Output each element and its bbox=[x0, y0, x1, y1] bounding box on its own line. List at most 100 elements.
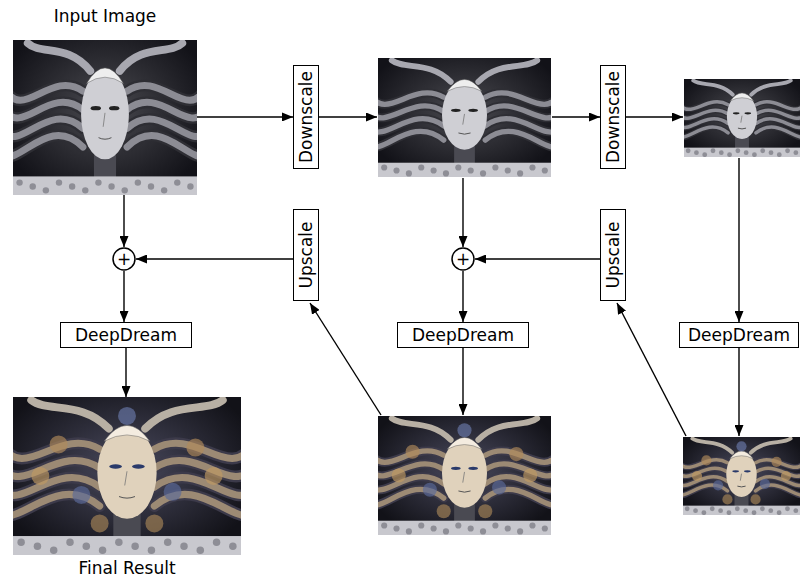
floor-band bbox=[683, 506, 800, 515]
floor-speck bbox=[122, 187, 128, 193]
nose bbox=[741, 116, 742, 123]
dream-pattern bbox=[760, 479, 770, 489]
arrow-connector bbox=[123, 195, 124, 247]
floor-speck bbox=[69, 183, 75, 189]
floor-speck bbox=[760, 148, 765, 153]
floor-speck bbox=[135, 179, 141, 185]
nose bbox=[740, 474, 741, 481]
nose bbox=[463, 472, 465, 483]
floor-speck bbox=[793, 150, 798, 155]
dream-pattern bbox=[457, 423, 471, 437]
arrow-connector bbox=[462, 271, 463, 322]
floor-speck bbox=[406, 170, 412, 176]
floor-speck bbox=[393, 525, 399, 531]
floor-speck bbox=[99, 547, 106, 554]
floor-speck bbox=[443, 170, 449, 176]
floor-speck bbox=[480, 170, 486, 176]
picture-background bbox=[13, 397, 241, 555]
mouth bbox=[738, 128, 746, 130]
dream-pattern bbox=[692, 471, 702, 481]
mouth bbox=[458, 491, 470, 492]
floor-speck bbox=[743, 508, 748, 513]
horn bbox=[145, 400, 223, 428]
floor-speck bbox=[760, 506, 765, 511]
floor-band bbox=[378, 521, 551, 535]
forehead-crest bbox=[447, 79, 482, 91]
tentacle bbox=[127, 136, 197, 157]
mouth bbox=[458, 133, 470, 134]
floor-speck bbox=[718, 508, 723, 513]
nose bbox=[125, 471, 127, 485]
eye bbox=[451, 467, 461, 470]
tentacle bbox=[13, 136, 83, 157]
horn bbox=[751, 439, 791, 453]
dream-pattern bbox=[91, 514, 109, 532]
node-label: Upscale bbox=[296, 221, 316, 288]
dream-pattern bbox=[423, 483, 437, 497]
floor-speck bbox=[693, 508, 698, 513]
floor-speck bbox=[418, 522, 424, 528]
floor-speck bbox=[43, 187, 49, 193]
eye bbox=[91, 106, 101, 110]
forehead-crest bbox=[104, 425, 150, 441]
sum-circle: + bbox=[112, 247, 136, 271]
floor-speck bbox=[406, 528, 412, 534]
flow-arrow bbox=[319, 116, 377, 117]
floor-speck bbox=[431, 167, 437, 173]
circle-outline bbox=[452, 248, 474, 270]
artwork-picture bbox=[378, 58, 551, 177]
floor-speck bbox=[50, 547, 57, 554]
downscale-box: Downscale bbox=[293, 65, 319, 169]
floor-speck bbox=[468, 525, 474, 531]
picture-background bbox=[13, 40, 197, 195]
mouth bbox=[99, 138, 112, 140]
deepdream-box: DeepDream bbox=[60, 322, 192, 348]
face bbox=[442, 439, 487, 508]
node-label: Upscale bbox=[603, 221, 623, 288]
tentacle bbox=[684, 127, 728, 138]
horn bbox=[478, 60, 537, 81]
nose bbox=[103, 113, 105, 127]
floor-speck bbox=[686, 148, 691, 153]
deepdream-box: DeepDream bbox=[679, 322, 799, 348]
eye bbox=[132, 464, 145, 468]
floor-speck bbox=[131, 543, 138, 550]
face bbox=[81, 69, 129, 159]
flow-arrow bbox=[617, 303, 686, 436]
eye bbox=[733, 112, 739, 114]
horn bbox=[478, 418, 537, 439]
dream-pattern bbox=[713, 480, 723, 490]
flow-arrow bbox=[310, 303, 381, 415]
dream-pattern bbox=[736, 441, 746, 451]
artwork-picture bbox=[683, 437, 800, 515]
tentacle bbox=[684, 127, 728, 138]
floor-speck bbox=[16, 179, 22, 185]
mouth bbox=[119, 497, 135, 499]
dream-pattern bbox=[164, 483, 182, 501]
dream-pattern bbox=[478, 504, 492, 518]
floor-speck bbox=[480, 528, 486, 534]
dream-pattern bbox=[781, 471, 791, 481]
floor-speck bbox=[517, 170, 523, 176]
face bbox=[727, 94, 757, 139]
floor-speck bbox=[492, 164, 498, 170]
floor-speck bbox=[517, 528, 523, 534]
face bbox=[442, 81, 487, 150]
floor-speck bbox=[701, 510, 706, 515]
dream-pattern bbox=[392, 468, 406, 482]
node-label: Downscale bbox=[296, 71, 316, 163]
floor-speck bbox=[115, 539, 122, 546]
dream-pattern bbox=[72, 486, 90, 504]
dream-pattern bbox=[492, 480, 506, 494]
floor-speck bbox=[505, 167, 511, 173]
nose bbox=[463, 114, 465, 125]
floor-speck bbox=[735, 148, 740, 153]
horn bbox=[28, 43, 91, 71]
node-label: DeepDream bbox=[75, 325, 177, 345]
floor-speck bbox=[735, 506, 740, 511]
tentacle bbox=[485, 131, 551, 147]
floor-speck bbox=[492, 522, 498, 528]
floor-speck bbox=[66, 539, 73, 546]
floor-band bbox=[13, 176, 197, 195]
